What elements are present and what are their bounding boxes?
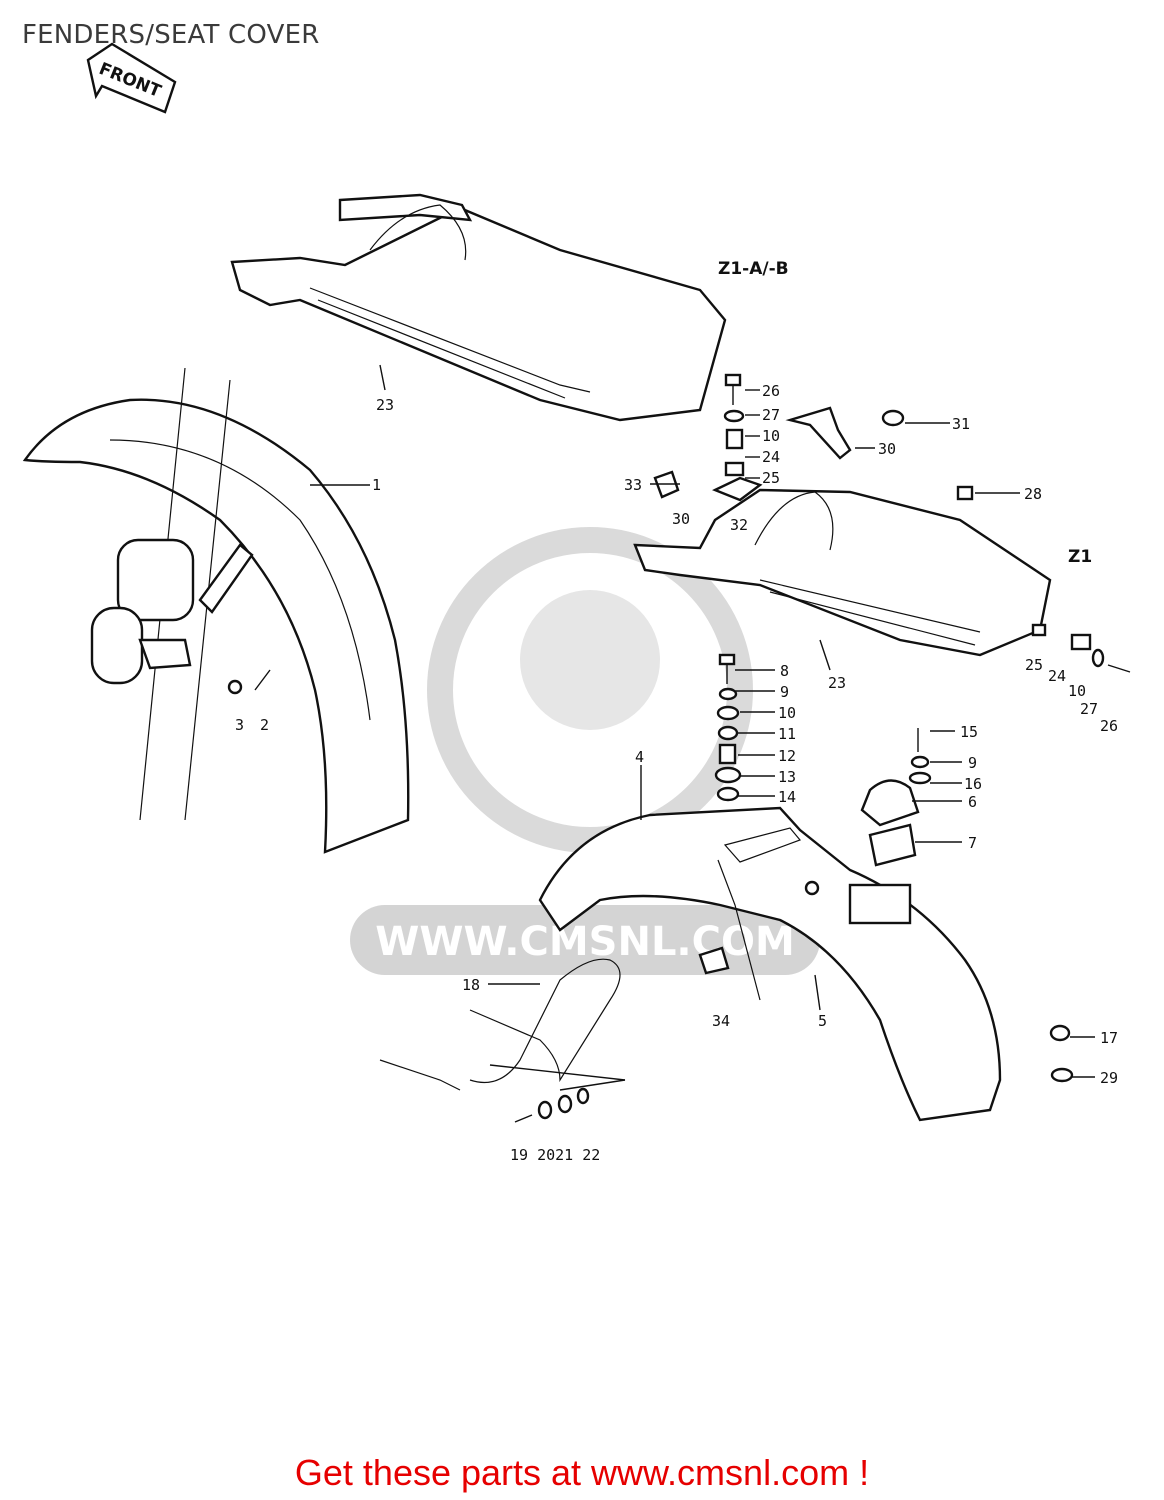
callout-2: 2 [260, 716, 269, 734]
callout-26: 26 [1100, 717, 1118, 735]
callout-27: 27 [1080, 700, 1098, 718]
seat-cover-z1 [633, 476, 1052, 657]
rear-fender [538, 806, 1002, 1122]
callout-23: 23 [828, 674, 846, 692]
callout-27: 27 [762, 406, 780, 424]
model-label-z1: Z1 [1068, 547, 1092, 567]
leader-lines [310, 364, 1095, 1091]
model-label-z1ab: Z1-A/-B [718, 259, 789, 279]
callout-30: 30 [878, 440, 896, 458]
grab-bar [379, 958, 621, 1091]
callout-6: 6 [968, 793, 977, 811]
callout-24: 24 [1048, 667, 1066, 685]
callout-18: 18 [462, 976, 480, 994]
clamp-bracket [860, 728, 932, 867]
callout-labels: 1 2 3 4 5 6 7 8 9 9 10 10 10 11 12 13 14… [235, 382, 1118, 1164]
seat-cover-z1ab [230, 193, 727, 422]
callout-11: 11 [778, 725, 796, 743]
front-fender [22, 367, 410, 854]
callout-23: 23 [376, 396, 394, 414]
callout-3: 3 [235, 716, 244, 734]
watermark-text: WWW.CMSNL.COM [375, 919, 795, 965]
callout-33: 33 [624, 476, 642, 494]
callout-32: 32 [730, 516, 748, 534]
callout-1: 1 [372, 476, 381, 494]
fender-bolt [227, 669, 271, 695]
callout-10: 10 [762, 427, 780, 445]
callout-19-22: 19 2021 22 [510, 1146, 600, 1164]
callout-14: 14 [778, 788, 796, 806]
callout-16: 16 [964, 775, 982, 793]
callout-31: 31 [952, 415, 970, 433]
callout-7: 7 [968, 834, 977, 852]
callout-9: 9 [968, 754, 977, 772]
callout-10: 10 [778, 704, 796, 722]
page-title: FENDERS/SEAT COVER [22, 20, 320, 50]
callout-13: 13 [778, 768, 796, 786]
callout-5: 5 [818, 1012, 827, 1030]
callout-15: 15 [960, 723, 978, 741]
callout-34: 34 [712, 1012, 730, 1030]
callout-12: 12 [778, 747, 796, 765]
fender-hardware-stack [714, 653, 742, 802]
callout-28: 28 [1024, 485, 1042, 503]
callout-30: 30 [672, 510, 690, 528]
callout-29: 29 [1100, 1069, 1118, 1087]
callout-4: 4 [635, 748, 644, 766]
callout-24: 24 [762, 448, 780, 466]
grab-bar-hardware [514, 1087, 590, 1123]
callout-17: 17 [1100, 1029, 1118, 1047]
callout-10: 10 [1068, 682, 1086, 700]
front-arrow-badge: FRONT [86, 42, 177, 114]
callout-25: 25 [1025, 656, 1043, 674]
rear-hardware [698, 946, 1074, 1083]
buy-parts-link[interactable]: Get these parts at www.cmsnl.com ! [294, 1452, 870, 1493]
callout-9: 9 [780, 683, 789, 701]
callout-26: 26 [762, 382, 780, 400]
callout-8: 8 [780, 662, 789, 680]
seat-hardware [653, 373, 1131, 673]
callout-25: 25 [762, 469, 780, 487]
